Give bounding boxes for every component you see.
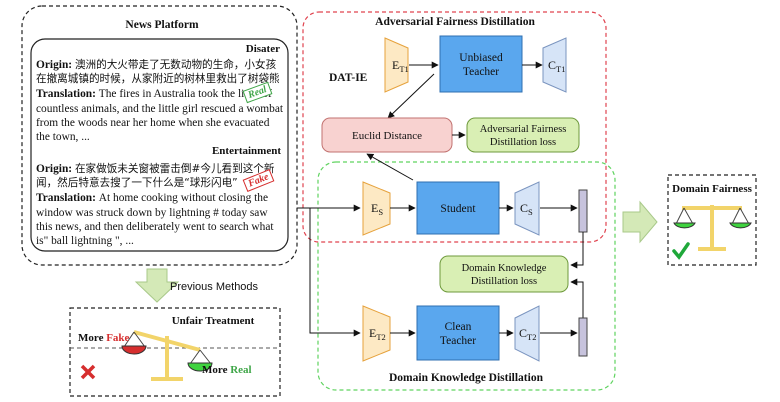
teacher-t2-output-bar [578,317,588,357]
classifier-t1-label: CT1 [548,58,565,74]
unfair-treatment-frame [69,307,281,397]
unfair-treatment-title: Unfair Treatment [172,315,255,327]
entertainment-origin: Origin: 在家做饭未关窗被雷击倒#今儿看到这个新闻，然后特意去搜了一下什么… [36,163,275,190]
dat-ie-label: DAT-IE [329,72,368,84]
previous-methods-arrow [134,268,180,303]
tilted-balance-icon [121,330,213,381]
more-fake-label: More Fake [78,332,130,344]
cross-icon [80,364,96,380]
output-arrow [622,200,658,244]
disaster-origin-text: 澳洲的大火带走了无数动物的生命，小女孩在撤离城镇的时候，从家附近的树林里救出了树… [36,59,280,86]
adversarial-title: Adversarial Fairness Distillation [375,16,535,28]
balance-scale-icon [673,205,752,251]
classifier-s-label: CS [520,201,533,217]
adversarial-loss-box [466,117,580,153]
entertainment-translation: Translation: At home cooking without clo… [36,192,274,248]
entertainment-category: Entertainment [212,145,281,157]
disaster-category: Disater [246,43,280,55]
previous-methods-label: Previous Methods [170,281,259,293]
domain-knowledge-loss-box [439,255,569,293]
clean-teacher-label-2: Teacher [440,335,476,347]
more-real-label: More Real [202,364,252,376]
unbiased-teacher-label: Unbiased [459,52,503,64]
news-platform-frame [21,5,298,266]
teacher-encoder-t1-shape [384,37,409,93]
adversarial-loss-label: Adversarial Fairness [480,124,567,135]
classifier-t2-label: CT2 [519,326,536,342]
adversarial-frame [302,11,607,243]
disaster-translation: Translation: The fires in Australia took… [36,88,284,144]
unbiased-teacher-label-2: Teacher [463,66,499,78]
news-inner-box [30,38,289,252]
disaster-translation-text: The fires in Australia took the lives of… [36,88,284,144]
student-label: Student [440,203,476,215]
disaster-origin: Origin: 澳洲的大火带走了无数动物的生命，小女孩在撤离城镇的时候，从家附近… [36,59,280,86]
teacher-encoder-t1-label: ET1 [392,58,409,74]
disaster-news: Origin: 澳洲的大火带走了无数动物的生命，小女孩在撤离城镇的时候，从家附近… [36,58,284,144]
domain-knowledge-loss-label-2: Distillation loss [471,276,537,287]
classifier-s-shape [514,181,540,236]
domain-fairness-frame [667,174,757,266]
domain-knowledge-title: Domain Knowledge Distillation [389,372,544,384]
domain-fairness-title: Domain Fairness [672,183,752,195]
domain-knowledge-loss-label: Domain Knowledge [462,263,547,274]
adversarial-loss-label-2: Distillation loss [490,137,556,148]
student-encoder-shape [362,181,391,236]
entertainment-news: Origin: 在家做饭未关窗被雷击倒#今儿看到这个新闻，然后特意去搜了一下什么… [36,162,284,248]
entertainment-origin-text: 在家做饭未关窗被雷击倒#今儿看到这个新闻，然后特意去搜了一下什么是“球形闪电” [36,163,275,190]
teacher-encoder-t2-shape [362,305,391,362]
clean-teacher-box [416,305,500,361]
classifier-t2-shape [514,305,540,362]
clean-teacher-label: Clean [445,321,472,333]
unbiased-teacher-box [439,35,523,93]
euclid-distance-label: Euclid Distance [352,130,422,142]
teacher-encoder-t2-label: ET2 [369,326,386,342]
student-output-bar [578,189,588,233]
entertainment-translation-text: At home cooking without closing the wind… [36,192,274,248]
classifier-t1-shape [542,37,567,93]
student-encoder-label: ES [371,201,383,217]
domain-knowledge-frame [317,161,616,391]
student-box [416,181,500,235]
checkmark-icon [672,242,690,260]
news-platform-title: News Platform [125,19,199,31]
